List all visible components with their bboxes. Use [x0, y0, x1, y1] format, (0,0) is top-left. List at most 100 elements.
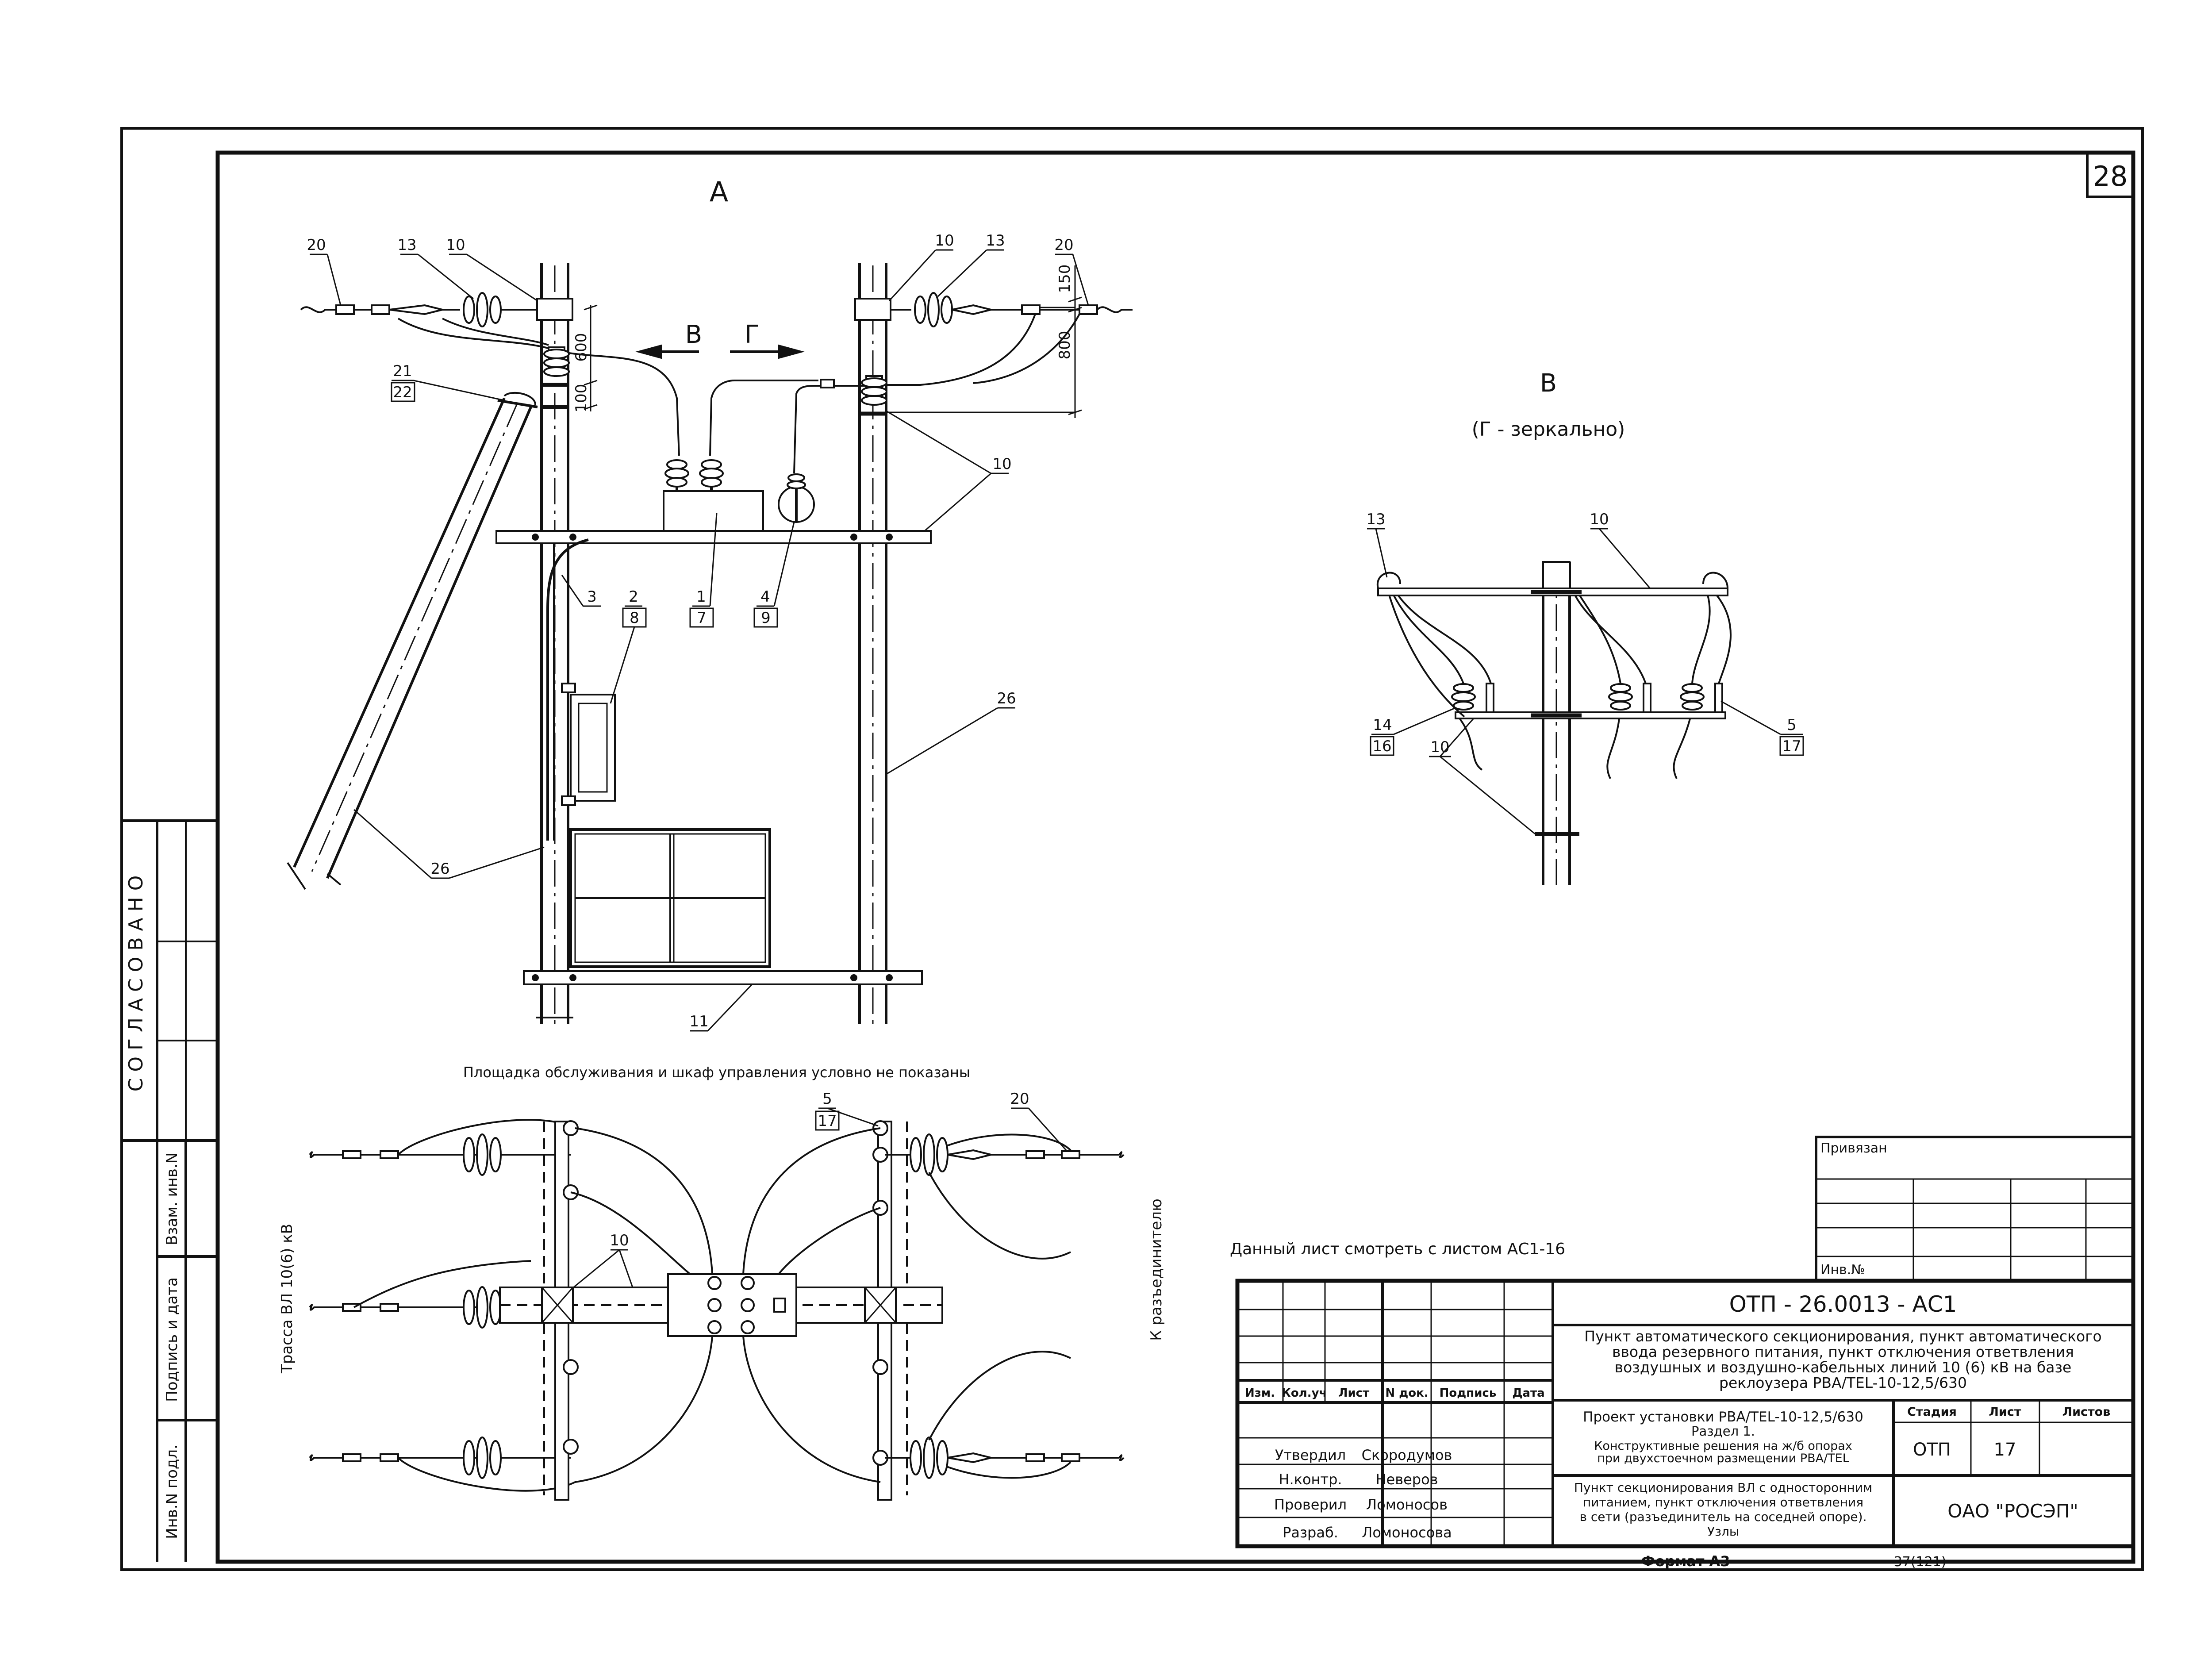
binding-block: Привязан Инв.№ — [1815, 1136, 2135, 1282]
rev-h-kol: Кол.уч — [1282, 1387, 1327, 1400]
sheet-h: Лист — [1989, 1405, 2021, 1419]
plan-callout-17: 17 — [818, 1112, 837, 1130]
sig-role-4: Разраб. — [1283, 1524, 1338, 1541]
orig-inv-label: Инв.N подл. — [163, 1444, 181, 1539]
sheet-note: Данный лист смотреть с листом АС1-16 — [1230, 1240, 1565, 1258]
drawing-line-1: Пункт секционирования ВЛ с односторонним — [1574, 1480, 1872, 1495]
rev-h-izm: Изм. — [1245, 1387, 1275, 1400]
view-b-insulators — [1451, 683, 1723, 713]
project-line-2: Раздел 1. — [1691, 1424, 1755, 1439]
sheets-h: Листов — [2062, 1405, 2111, 1419]
right-jumper — [885, 314, 1036, 386]
plan-left-conductors — [309, 1119, 576, 1492]
drawing-line-4: Узлы — [1707, 1524, 1739, 1539]
right-insulator-string — [891, 292, 1133, 327]
callout-8: 8 — [630, 609, 639, 627]
callout-26-right: 26 — [997, 690, 1016, 707]
recloser-unit — [663, 459, 815, 532]
rev-h-list: Лист — [1338, 1387, 1369, 1400]
desc-line-4: реклоузера РВА/TEL-10-12,5/630 — [1719, 1374, 1967, 1391]
left-jumper — [397, 318, 680, 456]
sheet-number: 28 — [2093, 160, 2128, 192]
binding-title: Привязан — [1820, 1141, 1887, 1156]
callout-21: 21 — [393, 362, 412, 380]
view-b-title: В — [1540, 369, 1557, 398]
center-jumper-1 — [709, 380, 818, 456]
surge-arrester — [778, 473, 815, 523]
callout-7: 7 — [697, 609, 707, 627]
left-pole — [536, 263, 573, 1024]
main-crossarm — [495, 530, 932, 544]
desc-line-1: Пункт автоматического секционирования, п… — [1584, 1328, 2101, 1345]
control-cabinet — [569, 828, 771, 968]
organization: ОАО "РОСЭП" — [1947, 1500, 2078, 1522]
dim-150: 150 — [1056, 265, 1074, 293]
plan-view: Трасса ВЛ 10(6) кВ К разъединителю — [278, 1090, 1165, 1501]
bottom-crossarm — [523, 970, 923, 985]
view-b-callout-10: 10 — [1590, 511, 1609, 528]
plan-callout-20: 20 — [1010, 1090, 1029, 1108]
sheet-value: 17 — [1994, 1440, 2016, 1460]
stage-h: Стадия — [1907, 1405, 1957, 1419]
callout-1: 1 — [696, 588, 706, 606]
view-b: В (Г - зеркально) — [1366, 369, 1804, 885]
dim-100: 100 — [572, 384, 590, 413]
right-top-crossarm — [854, 298, 891, 321]
sheet-number-box: 28 — [2086, 151, 2135, 198]
sig-name-1: Скородумов — [1362, 1447, 1452, 1463]
sig-role-2: Н.контр. — [1279, 1471, 1342, 1488]
sig-name-4: Ломоносова — [1362, 1524, 1452, 1541]
arrow-label-right: Г — [745, 320, 760, 349]
rev-h-sign: Подпись — [1440, 1387, 1497, 1400]
dimensions: 600 100 150 800 — [572, 265, 1082, 418]
drawing-code: ОТП - 26.0013 - АС1 — [1729, 1291, 1957, 1317]
callout-20-right: 20 — [1054, 236, 1073, 254]
page-ref: 37(121) — [1894, 1554, 1947, 1570]
side-block: СОГЛАСОВАНО Взам. инв.N Подпись и дата И… — [122, 819, 218, 1562]
project-line-1: Проект установки РВА/TEL-10-12,5/630 — [1583, 1409, 1863, 1425]
callout-10-right: 10 — [935, 232, 954, 250]
view-arrows: В Г — [635, 320, 805, 359]
view-b-callout-16: 16 — [1372, 737, 1391, 755]
callout-11: 11 — [689, 1013, 708, 1030]
binding-inv: Инв.№ — [1820, 1262, 1865, 1278]
callout-13-right: 13 — [986, 232, 1005, 250]
sig-role-3: Проверил — [1274, 1496, 1347, 1513]
callout-20-left: 20 — [307, 236, 326, 254]
view-a: А — [287, 176, 1133, 1081]
callout-3: 3 — [587, 588, 597, 606]
left-jumper-2 — [442, 318, 549, 346]
desc-line-3: воздушных и воздушно-кабельных линий 10 … — [1615, 1359, 2072, 1376]
left-insulator-string — [300, 292, 537, 327]
left-top-crossarm — [536, 298, 573, 321]
plan-right-label: К разъединителю — [1148, 1198, 1165, 1341]
sig-name-3: Ломоносов — [1366, 1496, 1448, 1513]
center-jumper-2 — [793, 385, 876, 474]
rev-h-ndoc: N док. — [1385, 1387, 1428, 1400]
sign-date-label: Подпись и дата — [163, 1277, 181, 1402]
bushing-1 — [664, 459, 689, 491]
callout-26-left: 26 — [430, 860, 449, 878]
rev-h-date: Дата — [1512, 1387, 1544, 1400]
dim-600: 600 — [572, 333, 590, 362]
dim-800: 800 — [1056, 331, 1074, 360]
callout-22: 22 — [393, 384, 412, 401]
view-b-callout-13: 13 — [1366, 511, 1385, 528]
view-b-callout-5: 5 — [1787, 716, 1797, 734]
plan-callout-10: 10 — [610, 1232, 629, 1249]
inner-frame — [215, 150, 2135, 1564]
plan-callout-5: 5 — [822, 1090, 832, 1108]
format-label: Формат А3 — [1641, 1553, 1730, 1570]
plan-central-beam — [499, 1273, 943, 1337]
stage-value: ОТП — [1913, 1440, 1951, 1460]
sig-name-2: Неверов — [1375, 1471, 1438, 1488]
plan-left-label: Трасса ВЛ 10(6) кВ — [278, 1224, 296, 1374]
plan-left-insulators — [463, 1133, 502, 1479]
view-b-callout-17: 17 — [1782, 737, 1801, 755]
replace-inv-label: Взам. инв.N — [163, 1152, 181, 1245]
project-line-4: при двухстоечном размещении РВА/TEL — [1597, 1452, 1849, 1465]
title-block: Изм. Кол.уч Лист N док. Подпись Дата Утв… — [1235, 1279, 2135, 1548]
inclined-strut — [287, 392, 538, 890]
drawing-line-3: в сети (разъединитель на соседней опоре)… — [1580, 1510, 1867, 1524]
project-line-3: Конструктивные решения на ж/б опорах — [1594, 1439, 1852, 1453]
